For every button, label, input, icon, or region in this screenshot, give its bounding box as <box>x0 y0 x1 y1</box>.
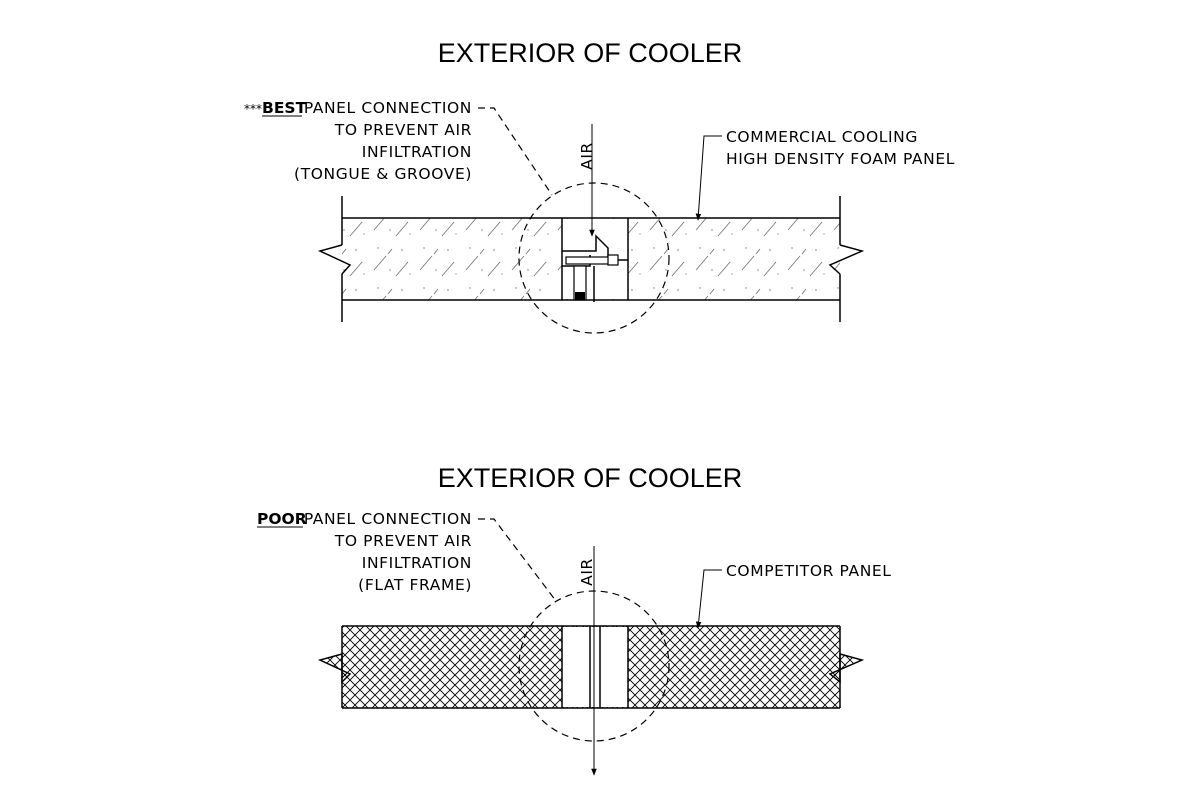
bottom-panel-label: COMPETITOR PANEL <box>726 562 892 580</box>
bottom-callout-leader <box>478 518 557 602</box>
bottom-air-label: AIR <box>578 558 596 586</box>
bottom-callout-line1: PANEL CONNECTION <box>304 510 472 528</box>
top-break-left <box>317 244 352 275</box>
bottom-detail: EXTERIOR OF COOLER POOR PANEL CONNECTION… <box>257 463 892 776</box>
bottom-title: EXTERIOR OF COOLER <box>438 463 743 493</box>
top-callout-prefix: *** <box>244 102 262 116</box>
top-callout-leader <box>478 107 553 196</box>
top-callout-line3: INFILTRATION <box>362 143 472 161</box>
top-cam-lock-hook <box>607 254 619 266</box>
top-panel-leader <box>695 135 722 221</box>
bottom-joint-gap <box>562 627 628 707</box>
top-fastener-head <box>575 292 585 300</box>
bottom-callout-emphasis: POOR <box>257 510 307 528</box>
top-callout-line1: PANEL CONNECTION <box>304 99 472 117</box>
top-callout-line4: (TONGUE & GROOVE) <box>294 165 472 183</box>
top-break-right <box>828 244 865 275</box>
bottom-detail-circle <box>518 590 670 742</box>
top-title: EXTERIOR OF COOLER <box>438 38 743 68</box>
bottom-callout-line2: TO PREVENT AIR <box>334 532 472 550</box>
bottom-callout-line3: INFILTRATION <box>362 554 472 572</box>
top-detail-circle <box>518 182 670 334</box>
top-cam-lock-body <box>565 256 611 265</box>
top-detail: EXTERIOR OF COOLER *** BEST PANEL CONNEC… <box>244 38 955 334</box>
top-panel-label-line2: HIGH DENSITY FOAM PANEL <box>726 150 955 168</box>
top-callout-line2: TO PREVENT AIR <box>334 121 472 139</box>
top-panel-label-line1: COMMERCIAL COOLING <box>726 128 918 146</box>
top-callout-emphasis: BEST <box>262 99 307 117</box>
top-air-label: AIR <box>578 142 596 170</box>
bottom-panel-leader <box>695 569 722 629</box>
bottom-callout-line4: (FLAT FRAME) <box>358 576 472 594</box>
